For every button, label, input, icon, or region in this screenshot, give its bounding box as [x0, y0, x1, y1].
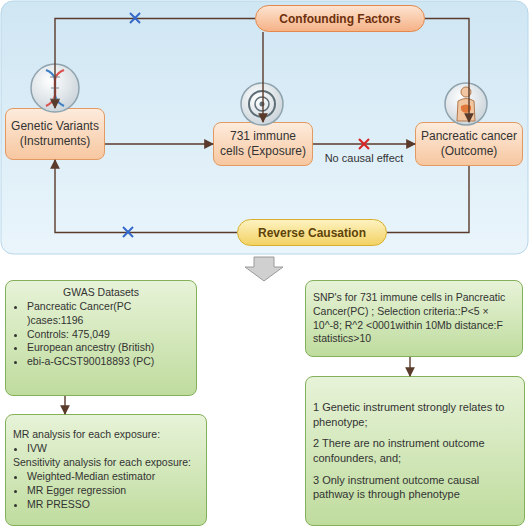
edge-label: No causal effect [325, 152, 404, 164]
down-arrow [245, 257, 283, 281]
blue-cross [130, 13, 140, 23]
cross-stroke [359, 139, 369, 149]
node-text: Genetic Variants (Instruments) [10, 119, 100, 149]
cell-core [260, 102, 265, 107]
cross-stroke [123, 227, 133, 237]
connector-arrow [262, 32, 263, 122]
cross-stroke [130, 13, 140, 23]
cell-ring [249, 91, 275, 117]
node-text: Pancreatic cancer (Outcome) [420, 129, 518, 159]
node-text: European ancestry (British) [27, 341, 189, 355]
node-text: 2 There are no instrument outcome confou… [313, 436, 517, 465]
connector-arrow [64, 396, 65, 414]
connector-arrow [55, 19, 255, 109]
node-text: IVW [27, 442, 199, 456]
node-text: SNP's for 731 immune cells in Pancreatic… [313, 291, 515, 346]
node-text: Confounding Factors [279, 12, 400, 26]
reverse-pill: Reverse Causation [237, 219, 387, 246]
node-text: Sensitivity analysis for each exposure: [13, 456, 199, 470]
node-text: Pancreatic Cancer(PC )cases:1196 [27, 300, 189, 328]
node-text: Controls: 475,049 [27, 328, 189, 342]
cell-icon [241, 83, 283, 125]
node-text: MR PRESSO [27, 498, 199, 512]
node-text: 1 Genetic instrument strongly relates to… [313, 400, 517, 429]
person-body [457, 99, 475, 122]
node-text: MR Egger regression [27, 484, 199, 498]
icon-circle [445, 83, 487, 125]
node-text: 3 Only instrument outcome causal pathway… [313, 473, 517, 502]
process-box: Pancreatic cancer (Outcome) [415, 122, 523, 166]
icon-circle [241, 83, 283, 125]
process-box: 731 immune cells (Exposure) [213, 122, 313, 166]
info-box: 1 Genetic instrument strongly relates to… [305, 376, 525, 526]
connector-arrow [409, 357, 410, 376]
process-box: Genetic Variants (Instruments) [5, 108, 105, 160]
node-text: 731 immune cells (Exposure) [218, 129, 308, 159]
cross-stroke [130, 13, 140, 23]
info-box: MR analysis for each exposure:IVWSensiti… [5, 414, 207, 526]
cross-stroke [359, 139, 369, 149]
person-icon [445, 83, 487, 125]
node-text: MR analysis for each exposure: [13, 428, 199, 442]
info-box: GWAS DatasetsPancreatic Cancer(PC )cases… [5, 280, 197, 396]
connector-arrow [105, 143, 213, 144]
connector-arrow [425, 19, 469, 123]
blue-cross [123, 227, 133, 237]
connector-arrow [387, 166, 469, 233]
confounder-pill: Confounding Factors [255, 5, 425, 32]
connector-arrow [55, 160, 237, 233]
node-text: Reverse Causation [258, 226, 366, 240]
node-text: Weighted-Median estimator [27, 470, 199, 484]
node-text: GWAS Datasets [13, 286, 189, 300]
cross-stroke [123, 227, 133, 237]
node-text: ebi-a-GCST90018893 (PC) [27, 355, 189, 369]
info-box: SNP's for 731 immune cells in Pancreatic… [305, 280, 523, 357]
red-cross [359, 139, 369, 149]
top-panel [1, 1, 528, 254]
cell-ring [255, 97, 269, 111]
